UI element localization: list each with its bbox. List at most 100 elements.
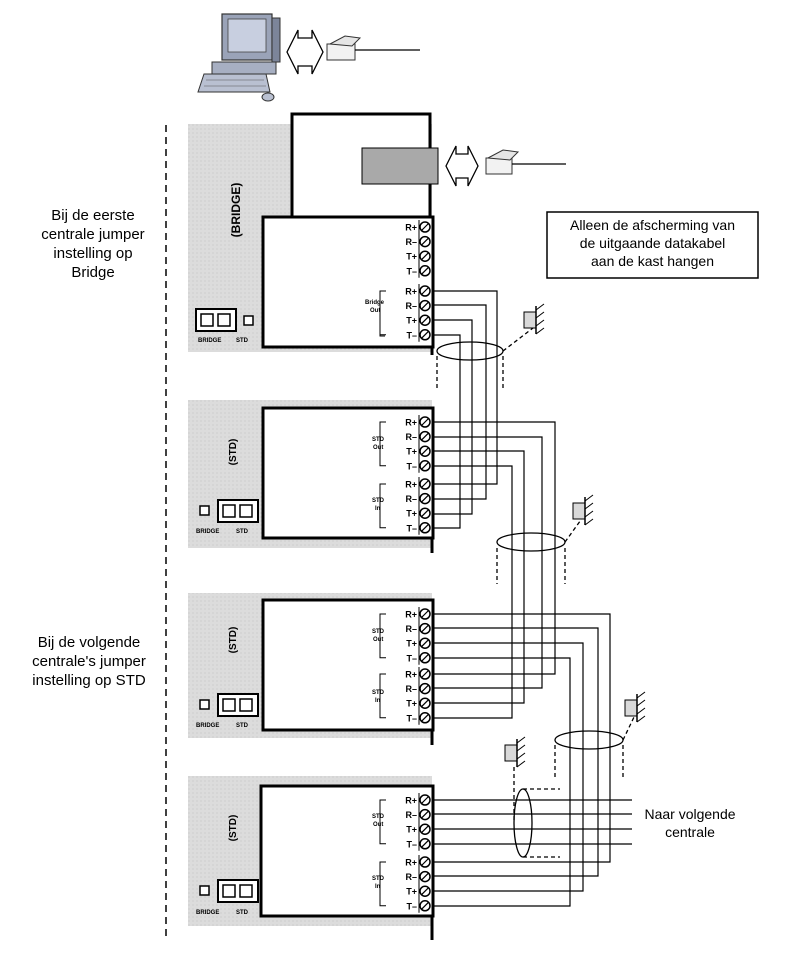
group-label: STD xyxy=(372,690,385,696)
terminal-screw-slot xyxy=(421,670,429,678)
jumper-bridge-unit1: BRIDGE STD xyxy=(195,308,254,344)
note-line: Bridge xyxy=(71,264,115,281)
jumper-std-unit4: BRIDGE STD xyxy=(196,879,259,916)
terminal-label: R+ xyxy=(405,480,417,490)
jumper-label-bridge: BRIDGE xyxy=(196,723,219,729)
module-connector xyxy=(361,147,439,185)
note-line: Bij de volgende xyxy=(37,634,141,651)
group-label: STD xyxy=(372,629,385,635)
terminal-screw-slot xyxy=(421,839,429,848)
terminal-label: R+ xyxy=(405,858,417,868)
terminal-label: R+ xyxy=(405,610,417,620)
group-label: STD xyxy=(372,498,385,504)
terminal-label: T– xyxy=(406,330,417,340)
group-label: Out xyxy=(373,637,383,643)
terminal-label: R– xyxy=(405,301,417,311)
terminal-screw-slot xyxy=(421,653,429,662)
terminal-group-bracket xyxy=(379,861,386,907)
central-unit-std-1: (STD) xyxy=(188,400,435,548)
note-line: centrale xyxy=(665,824,715,840)
terminal-screw-slot xyxy=(421,252,429,261)
terminal-label: R+ xyxy=(405,796,417,806)
central-unit-std-3: (STD) xyxy=(188,776,435,926)
central-board xyxy=(261,406,435,540)
jumper-label-std: STD xyxy=(236,723,249,729)
terminal-screw-slot xyxy=(421,287,429,295)
terminal-screw-slot xyxy=(421,796,429,804)
note-line: aan de kast hangen xyxy=(591,253,714,269)
group-label: STD xyxy=(372,876,385,882)
note-line: instelling op STD xyxy=(32,672,146,689)
jumper-label-bridge: BRIDGE xyxy=(196,529,219,535)
terminal-label: T– xyxy=(406,839,417,849)
terminal-label: T– xyxy=(406,713,417,723)
computer-icon xyxy=(197,13,281,102)
note-line: Bij de eerste xyxy=(51,207,135,224)
note-line: centrale jumper xyxy=(41,226,145,243)
note-line: instelling op xyxy=(53,245,133,262)
terminal-screw-slot xyxy=(421,610,429,618)
central-board xyxy=(259,784,435,918)
terminal-screw-slot xyxy=(421,494,429,503)
central-board xyxy=(261,215,435,349)
terminal-screw-slot xyxy=(421,316,429,325)
terminal-label: T+ xyxy=(406,447,417,457)
terminal-screw-slot xyxy=(421,684,429,693)
jumper-label-std: STD xyxy=(236,910,249,916)
terminal-label: T+ xyxy=(406,252,417,262)
note-line: Alleen de afscherming van xyxy=(570,217,735,233)
terminal-group-bracket xyxy=(379,613,386,659)
note-line: de uitgaande datakabel xyxy=(579,235,726,251)
next-central-right-note: Naar volgende centrale xyxy=(636,805,744,841)
jumper-label-bridge: BRIDGE xyxy=(196,910,219,916)
ground-clamp-icon xyxy=(572,494,594,526)
terminal-screw-slot xyxy=(421,713,429,722)
terminal-group-bracket xyxy=(379,421,386,467)
group-label: In xyxy=(375,884,381,890)
terminal-label: T+ xyxy=(406,639,417,649)
jumper-label-bridge: BRIDGE xyxy=(198,338,221,344)
jumper-std-unit3: BRIDGE STD xyxy=(196,693,259,729)
next-central-note: Bij de volgende centrale's jumper instel… xyxy=(6,633,172,690)
terminal-label: T– xyxy=(406,653,417,663)
shield-note: Alleen de afscherming van de uitgaande d… xyxy=(549,216,756,270)
terminal-group-bracket xyxy=(379,799,386,845)
terminal-label: R+ xyxy=(405,418,417,428)
first-central-note: Bij de eerste centrale jumper instelling… xyxy=(14,206,172,282)
connector-plug-icon xyxy=(485,149,566,175)
terminal-group-bracket xyxy=(379,483,386,529)
terminal-group-bracket xyxy=(379,673,386,719)
group-label: STD xyxy=(372,437,385,443)
central-unit-bridge: (BRIDGE) xyxy=(188,112,439,352)
terminal-screw-slot xyxy=(421,509,429,518)
mode-label-bridge: (BRIDGE) xyxy=(229,183,243,238)
group-label: Out xyxy=(373,445,383,451)
terminal-screw-slot xyxy=(421,432,429,441)
data-cable-wires xyxy=(433,290,632,907)
group-label: Bridge xyxy=(365,300,385,306)
terminal-screw-slot xyxy=(421,872,429,881)
terminal-screw-slot xyxy=(421,858,429,866)
group-label: In xyxy=(375,698,381,704)
terminal-label: T+ xyxy=(406,699,417,709)
terminal-label: R– xyxy=(405,432,417,442)
note-line: centrale's jumper xyxy=(32,653,146,670)
group-label: Out xyxy=(373,822,383,828)
mode-label-std: (STD) xyxy=(228,439,239,466)
terminal-screw-slot xyxy=(421,825,429,834)
terminal-label: R– xyxy=(405,872,417,882)
terminal-label: T– xyxy=(406,523,417,533)
ground-clamp-icon xyxy=(504,736,526,768)
cable-shield xyxy=(436,327,636,858)
terminal-label: T– xyxy=(406,266,417,276)
terminal-screw-slot xyxy=(421,223,429,231)
terminal-label: T– xyxy=(406,461,417,471)
terminal-screw-slot xyxy=(421,237,429,246)
group-label: Out xyxy=(370,308,380,314)
terminal-label: T+ xyxy=(406,316,417,326)
mode-label-std: (STD) xyxy=(228,815,239,842)
group-label: STD xyxy=(372,814,385,820)
terminal-screw-slot xyxy=(421,330,429,339)
terminal-label: R– xyxy=(405,810,417,820)
